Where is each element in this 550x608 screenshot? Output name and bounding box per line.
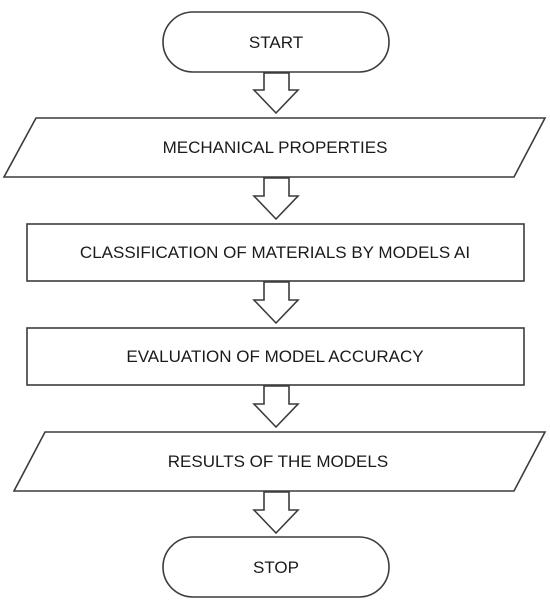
mechanical-properties-label: MECHANICAL PROPERTIES [163, 138, 388, 157]
results-node: RESULTS OF THE MODELS [12, 431, 547, 492]
evaluation-node: EVALUATION OF MODEL ACCURACY [26, 327, 525, 386]
results-parallelogram [12, 431, 547, 492]
stop-node: STOP [162, 536, 390, 598]
classification-label: CLASSIFICATION OF MATERIALS BY MODELS AI [80, 243, 470, 262]
classification-process-box [26, 223, 525, 282]
evaluation-label: EVALUATION OF MODEL ACCURACY [126, 347, 423, 366]
start-label: START [249, 33, 303, 52]
start-terminator-shape [162, 11, 390, 73]
arrow-start-to-mechanical [252, 72, 300, 115]
mechanical-properties-node: MECHANICAL PROPERTIES [2, 117, 547, 178]
arrow-evaluation-to-results [252, 385, 300, 429]
arrow-mechanical-to-classification [252, 177, 300, 221]
arrow-results-to-stop [252, 491, 300, 535]
stop-terminator-shape [162, 536, 390, 598]
arrow-classification-to-evaluation [252, 281, 300, 325]
mechanical-properties-parallelogram [2, 117, 547, 178]
classification-node: CLASSIFICATION OF MATERIALS BY MODELS AI [26, 223, 525, 282]
results-label: RESULTS OF THE MODELS [168, 452, 388, 471]
evaluation-process-box [26, 327, 525, 386]
stop-label: STOP [253, 558, 299, 577]
start-node: START [162, 11, 390, 73]
